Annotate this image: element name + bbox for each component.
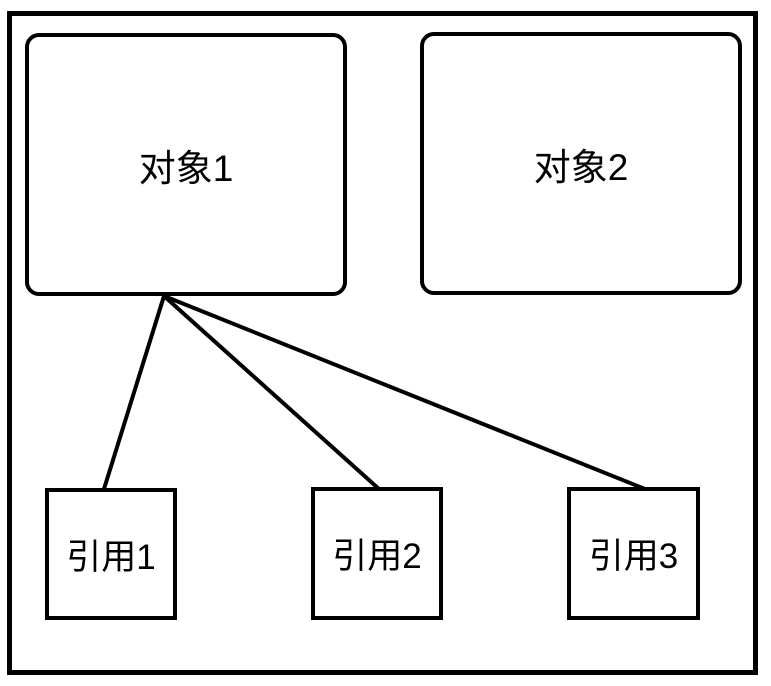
reference-box-1[interactable] [45,488,177,620]
connector-line-object1-ref3[interactable] [163,294,646,491]
reference-box-3[interactable] [567,487,700,620]
object-box-1[interactable] [25,33,347,296]
connector-line-object1-ref1[interactable] [102,295,166,490]
connector-line-object1-ref2[interactable] [162,294,381,491]
reference-box-2[interactable] [311,487,443,620]
object-box-2[interactable] [420,32,742,295]
